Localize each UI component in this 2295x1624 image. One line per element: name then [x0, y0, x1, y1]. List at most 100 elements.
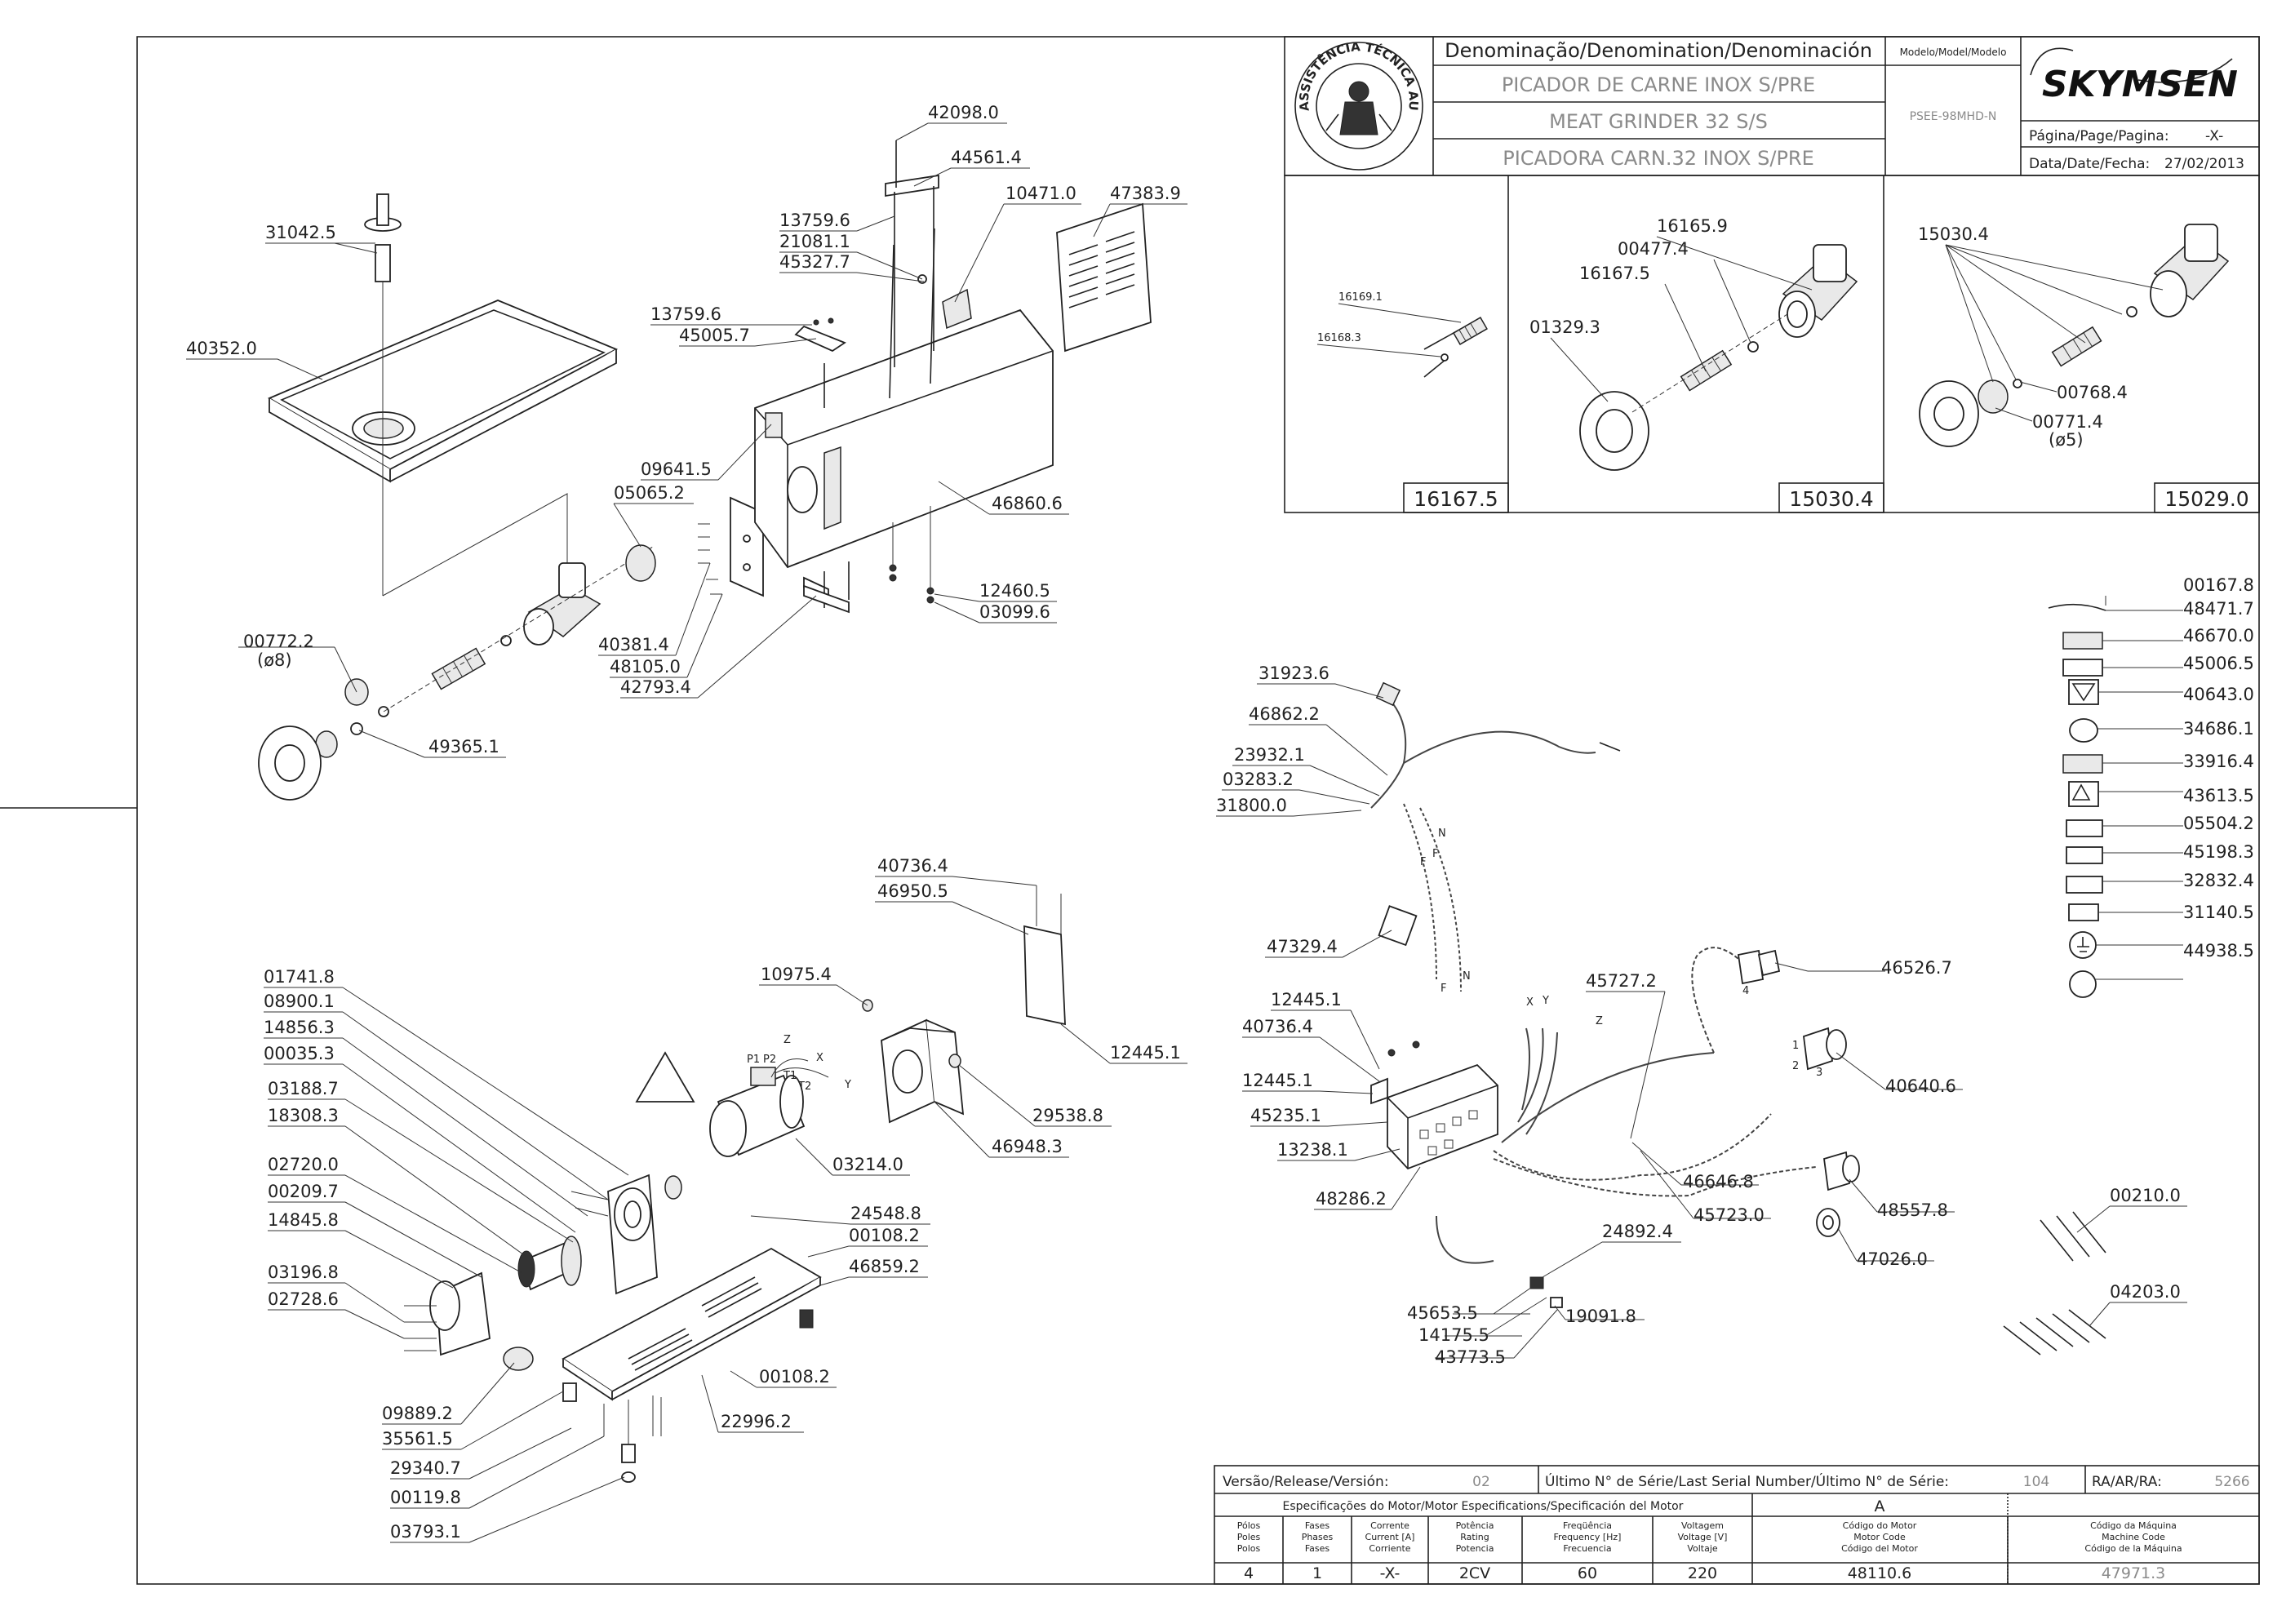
part-label: 00119.8 [390, 1488, 461, 1507]
part-label: 10975.4 [761, 965, 832, 984]
part-label: 03188.7 [268, 1079, 339, 1098]
inset-1-label-1: 16169.1 [1338, 291, 1383, 304]
seal-text: ASSISTÊNCIA TÉCNICA AUTORIZADA [0, 0, 1421, 112]
part-label: 44561.4 [951, 148, 1022, 167]
part-label: 45198.3 [2183, 842, 2254, 862]
serial-value: 104 [2023, 1474, 2049, 1490]
spec-column-header: Phases [1302, 1532, 1334, 1542]
part-label: 00108.2 [849, 1226, 920, 1245]
brand-name: SKYMSEN [2042, 64, 2238, 105]
electrical-assembly [1370, 681, 2106, 1356]
inset-3-label-2: 00768.4 [2057, 383, 2128, 402]
wire-mark: N [1463, 970, 1471, 983]
part-label: 02728.6 [268, 1289, 339, 1309]
part-label: 48105.0 [610, 657, 681, 677]
part-label: 24892.4 [1602, 1222, 1673, 1241]
part-label: 29340.7 [390, 1458, 461, 1478]
part-label: 09889.2 [382, 1404, 453, 1423]
inset-3-label-4: (ø5) [2049, 430, 2084, 450]
product-name-en: MEAT GRINDER 32 S/S [1549, 110, 1768, 133]
inset-1-label-2: 16168.3 [1317, 332, 1361, 344]
wire-mark: 2 [1792, 1060, 1799, 1072]
part-label: 23932.1 [1234, 745, 1305, 765]
control-box [1370, 1041, 1498, 1170]
part-label: 02720.0 [268, 1155, 339, 1174]
part-label: 31042.5 [265, 223, 336, 242]
spec-column-header: Corriente [1369, 1543, 1410, 1554]
inset-3-label-1: 15030.4 [1918, 224, 1989, 244]
ra-label: RA/AR/RA: [2092, 1474, 2162, 1490]
product-name-pt: PICADOR DE CARNE INOX S/PRE [1502, 73, 1815, 96]
part-label: 21081.1 [779, 232, 850, 251]
part-label: 40736.4 [1242, 1017, 1313, 1036]
part-label: 05504.2 [2183, 814, 2254, 833]
part-label: 12445.1 [1110, 1043, 1181, 1063]
housing-assembly [754, 140, 1152, 614]
leader-lines [186, 122, 2187, 1543]
spec-column-header: Corrente [1370, 1520, 1409, 1531]
part-label: 48557.8 [1877, 1200, 1948, 1220]
side-cover [1056, 202, 1152, 353]
part-label: 46950.5 [877, 881, 948, 901]
part-label: 31800.0 [1216, 796, 1287, 815]
part-label: 48471.7 [2183, 599, 2254, 619]
page-value: -X- [2205, 128, 2223, 144]
wire-mark: Z [783, 1034, 791, 1046]
wire-mark: Z [1596, 1015, 1603, 1027]
spec-column-header: Polos [1237, 1543, 1261, 1554]
wire-mark: X [1526, 996, 1534, 1009]
part-label: 09641.5 [641, 459, 712, 479]
part-label: 10471.0 [1005, 184, 1076, 203]
part-label: 13238.1 [1277, 1140, 1348, 1160]
grinder-assembly [258, 193, 829, 801]
part-label: 22996.2 [721, 1412, 792, 1431]
part-label: 01741.8 [264, 967, 335, 987]
wire-mark: P2 [763, 1054, 776, 1066]
part-label: 45723.0 [1694, 1205, 1765, 1225]
spec-column-header: Rating [1460, 1532, 1489, 1542]
tray [268, 300, 619, 483]
spec-table: Versão/Release/Versión: 02 Último N° de … [1214, 1465, 2260, 1585]
part-label: 47383.9 [1110, 184, 1181, 203]
base-plate [562, 1247, 822, 1483]
spec-column-value: 2CV [1459, 1564, 1490, 1582]
part-label: 46860.6 [992, 494, 1063, 513]
drawing-frame [0, 36, 2260, 1585]
part-label: 03099.6 [979, 602, 1050, 622]
page-label: Página/Page/Pagina: [2029, 128, 2169, 144]
cable-ties [2003, 1211, 2106, 1356]
part-label: 46859.2 [849, 1257, 920, 1276]
brand-logo: SKYMSEN [2030, 47, 2238, 105]
part-label: 43773.5 [1435, 1347, 1506, 1367]
version-label: Versão/Release/Versión: [1223, 1474, 1389, 1490]
wire-mark: P1 [747, 1054, 760, 1066]
part-label: 42098.0 [928, 103, 999, 122]
spec-columns: PólosPolesPolos4FasesPhasesFases1Corrent… [1237, 1520, 2182, 1582]
part-label: 00210.0 [2110, 1186, 2181, 1205]
part-label: 47329.4 [1267, 937, 1338, 956]
inset-details: 16167.5 15030.4 15029.0 16169.1 16168.3 [1284, 175, 2260, 513]
wire-mark: T1 [783, 1070, 797, 1082]
part-label: 12460.5 [979, 581, 1050, 601]
wire-mark: Y [844, 1079, 851, 1091]
part-label: 05065.2 [614, 483, 685, 503]
part-label: 40640.6 [1885, 1076, 1956, 1096]
wire-mark: X [816, 1052, 823, 1064]
inset-code-1: 16167.5 [1414, 487, 1498, 511]
spec-column-header: Fases [1305, 1520, 1330, 1531]
part-label: 31140.5 [2183, 903, 2254, 922]
part-label: 03283.2 [1223, 770, 1294, 789]
part-label: 04203.0 [2110, 1282, 2181, 1302]
wire-mark: F [1440, 983, 1446, 995]
part-label: 13759.6 [779, 211, 850, 230]
part-label: 00108.2 [759, 1367, 830, 1387]
spec-column-header: Frecuencia [1563, 1543, 1611, 1554]
inset-3-grinder-head: 15030.4 00768.4 00771.4 (ø5) [1918, 224, 2230, 450]
part-labels: 31042.5 40352.0 00772.2 (ø8) 49365.1 050… [186, 103, 2254, 1542]
part-label: 45727.2 [1586, 971, 1657, 991]
part-label: 44938.5 [2183, 941, 2254, 961]
part-label: 46646.8 [1683, 1172, 1754, 1191]
capacitor-box [862, 885, 1066, 1124]
spec-column-header: Current [A] [1365, 1532, 1415, 1542]
pusher [364, 193, 568, 597]
